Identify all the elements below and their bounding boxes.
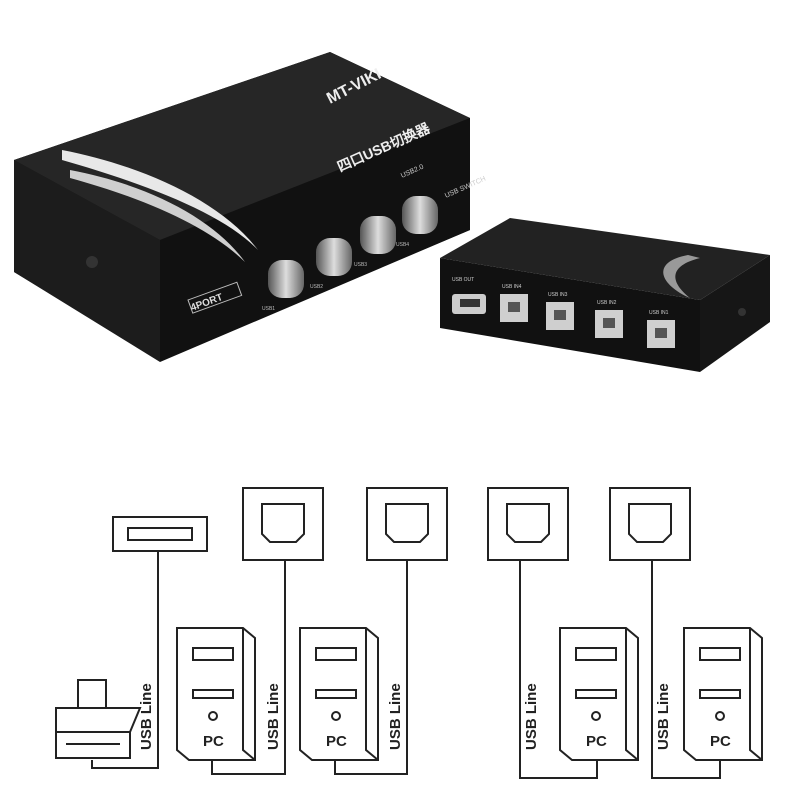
- rear-switch-unit: USB OUT USB IN4 USB IN3 USB IN2 USB IN1: [440, 218, 770, 372]
- pc-label: PC: [710, 733, 731, 750]
- usb-line: [91, 551, 159, 769]
- port-label: USB IN4: [502, 284, 522, 290]
- swoosh-decoration: [663, 255, 700, 298]
- pc-tower-icon: [299, 627, 379, 761]
- button-label: USB1: [262, 306, 275, 312]
- usb-line-label: USB Line: [265, 683, 282, 750]
- selector-button-3[interactable]: [360, 216, 396, 254]
- port-label: USB OUT: [452, 277, 474, 283]
- usb-line-label: USB Line: [387, 683, 404, 750]
- printer-icon: [55, 679, 142, 759]
- button-label: USB4: [396, 242, 409, 248]
- selector-button-2[interactable]: [316, 238, 352, 276]
- pc-tower-icon: [176, 627, 256, 761]
- selector-button-1[interactable]: [268, 260, 304, 298]
- button-label: USB2: [310, 284, 323, 290]
- usb-b-connector-icon: [366, 487, 448, 561]
- swoosh-decoration: [62, 150, 258, 250]
- usb-a-connector-icon: [112, 516, 208, 552]
- pc-label: PC: [203, 733, 224, 750]
- button-label: USB3: [354, 262, 367, 268]
- pc-label: PC: [326, 733, 347, 750]
- port-label: USB IN2: [597, 300, 617, 306]
- selector-button-4[interactable]: [402, 196, 438, 234]
- usb-b-connector-icon: [242, 487, 324, 561]
- port-label: USB IN1: [649, 310, 669, 316]
- port-label: USB IN3: [548, 292, 568, 298]
- usb-line: [519, 560, 598, 779]
- usb-line-label: USB Line: [655, 683, 672, 750]
- pc-tower-icon: [683, 627, 763, 761]
- usb-line: [334, 560, 408, 775]
- usb-line: [211, 560, 286, 775]
- selector-buttons: USB1 USB2 USB3 USB4: [262, 196, 438, 312]
- front-switch-unit: MT-VIKI 四口USB切换器 USB2.0 USB SWITCH 4PORT…: [14, 52, 487, 362]
- pc-label: PC: [586, 733, 607, 750]
- usb-line: [651, 560, 721, 779]
- pc-tower-icon: [559, 627, 639, 761]
- usb-b-connector-icon: [609, 487, 691, 561]
- usb-b-connector-icon: [487, 487, 569, 561]
- connection-diagram: [55, 487, 763, 779]
- usb-line-label: USB Line: [138, 683, 155, 750]
- usb-line-label: USB Line: [523, 683, 540, 750]
